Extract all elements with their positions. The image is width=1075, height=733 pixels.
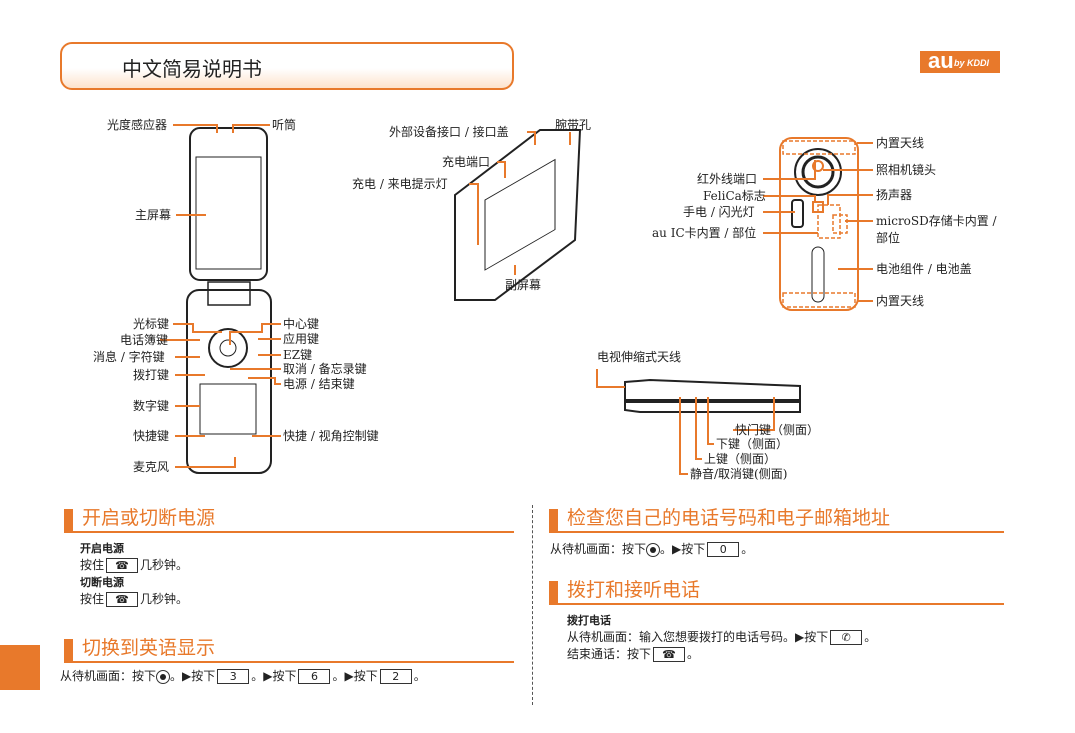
label-charge-indicator: 充电 / 来电提示灯: [352, 177, 448, 191]
label-felica-mark: FeliCa标志: [703, 189, 766, 203]
center-key-icon: [156, 669, 171, 684]
section-calls-body: 拨打电话 从待机画面：输入您想要拨打的电话号码。▶按下✆。 结束通话：按下☎。: [567, 614, 877, 662]
label-infrared-port: 红外线端口: [697, 172, 758, 186]
key-2: 2: [379, 669, 412, 684]
column-divider: [532, 505, 533, 705]
label-au-ic-card: au IC卡内置 / 部位: [652, 226, 757, 240]
call-key-icon: ✆: [830, 630, 863, 645]
label-battery: 电池组件 / 电池盖: [876, 262, 972, 276]
leader-lines: [160, 124, 873, 475]
label-view-control-key: 快捷 / 视角控制键: [283, 429, 379, 443]
power-key-icon: ☎: [106, 558, 139, 573]
label-message-key: 消息 / 字符键: [93, 350, 165, 364]
label-down-key: 下键（侧面）: [716, 437, 789, 451]
label-center-key: 中心键: [283, 317, 320, 331]
power-key-icon: ☎: [106, 592, 139, 607]
side-phone-drawing: [624, 378, 801, 413]
section-power-body: 开启电源 按住☎几秒钟。 切断电源 按住☎几秒钟。: [80, 542, 189, 607]
calls-subtitle: 拨打电话: [567, 614, 611, 627]
title-box: 中文简易说明书: [60, 42, 514, 90]
label-mute-key: 静音/取消键(侧面): [690, 467, 788, 481]
label-earpiece: 听筒: [272, 118, 297, 132]
label-antenna-bottom: 内置天线: [876, 294, 925, 308]
section-english-header: 切换到英语显示: [64, 637, 514, 663]
back-phone-drawing: [779, 137, 859, 311]
label-camera-lens: 照相机镜头: [876, 163, 937, 177]
power-on-title: 开启电源: [80, 542, 124, 555]
label-ez-key: EZ键: [283, 348, 313, 362]
section-calls-header: 拨打和接听电话: [549, 579, 1004, 605]
power-off-title: 切断电源: [80, 576, 124, 589]
label-flashlight: 手电 / 闪光灯: [683, 205, 755, 219]
end-key-icon: ☎: [653, 647, 686, 662]
section-power-header: 开启或切断电源: [64, 507, 514, 533]
label-speaker: 扬声器: [876, 188, 913, 202]
label-sub-screen: 副屏幕: [505, 278, 542, 292]
closed-phone-drawing: [454, 129, 582, 301]
label-power-key: 电源 / 结束键: [283, 377, 355, 391]
label-external-port: 外部设备接口 / 接口盖: [389, 125, 509, 139]
label-app-key: 应用键: [283, 332, 320, 346]
label-microsd: microSD存储卡内置 /: [876, 214, 997, 228]
center-key-icon: [646, 542, 661, 557]
key-6: 6: [298, 669, 331, 684]
label-antenna-top: 内置天线: [876, 136, 925, 150]
label-microsd-location: 部位: [876, 231, 901, 245]
key-3: 3: [217, 669, 250, 684]
page-title: 中文简易说明书: [122, 57, 262, 81]
label-strap-hole: 腕带孔: [555, 118, 592, 132]
label-shortcut-key: 快捷键: [133, 429, 170, 443]
section-mynumber-header: 检查您自己的电话号码和电子邮箱地址: [549, 507, 1004, 533]
page-tab-marker: [0, 645, 40, 690]
label-shutter-key: 快门键（侧面）: [735, 423, 820, 437]
label-light-sensor: 光度感应器: [107, 118, 168, 132]
label-tv-antenna: 电视伸缩式天线: [597, 350, 682, 364]
label-microphone: 麦克风: [133, 460, 170, 474]
label-cursor-key: 光标键: [133, 317, 170, 331]
label-phonebook-key: 电话簿键: [120, 333, 169, 347]
label-cancel-key: 取消 / 备忘录键: [283, 362, 367, 376]
label-call-key: 拨打键: [133, 368, 170, 382]
label-main-screen: 主屏幕: [135, 208, 172, 222]
label-number-keys: 数字键: [133, 399, 170, 413]
front-phone-drawing: [186, 127, 272, 474]
label-up-key: 上键（侧面）: [704, 452, 777, 466]
label-charge-port: 充电端口: [442, 155, 491, 169]
key-0: 0: [707, 542, 740, 557]
